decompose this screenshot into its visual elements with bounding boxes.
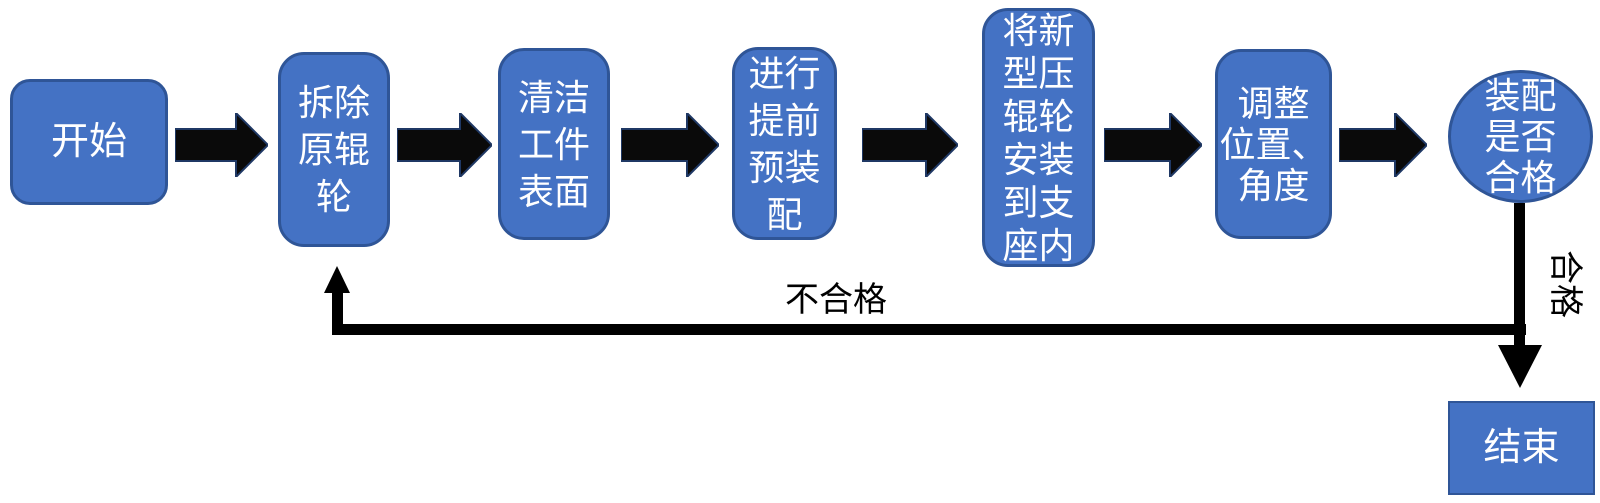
flow-arrow-icon [621, 113, 719, 177]
node-adjust-position-angle: 调整 位置、 角度 [1215, 49, 1332, 239]
fail-connector-up-shaft [332, 292, 343, 335]
node-clean-workpiece-surface: 清洁 工件 表面 [498, 48, 610, 240]
node-end: 结束 [1448, 401, 1595, 495]
flow-arrow-icon [397, 113, 492, 177]
pass-edge-label: 合格 [1546, 250, 1584, 318]
pass-arrowhead-down-icon [1498, 345, 1542, 388]
fail-connector-horizontal-line [332, 324, 1526, 335]
flow-arrow-icon [1339, 113, 1427, 177]
flow-arrow-icon [862, 113, 958, 177]
flow-arrow-icon [1104, 113, 1202, 177]
fail-edge-label: 不合格 [785, 281, 887, 319]
fail-arrowhead-up-icon [324, 266, 350, 293]
node-check-assembly-qualified: 装配 是否 合格 [1448, 70, 1593, 203]
node-remove-original-roller: 拆除 原辊 轮 [278, 52, 390, 247]
node-start: 开始 [10, 79, 168, 205]
flow-arrow-icon [175, 113, 268, 177]
node-install-new-roller: 将新 型压 辊轮 安装 到支 座内 [982, 8, 1095, 267]
node-pre-assembly: 进行 提前 预装 配 [732, 47, 837, 240]
pass-connector-vertical-line [1514, 203, 1525, 345]
